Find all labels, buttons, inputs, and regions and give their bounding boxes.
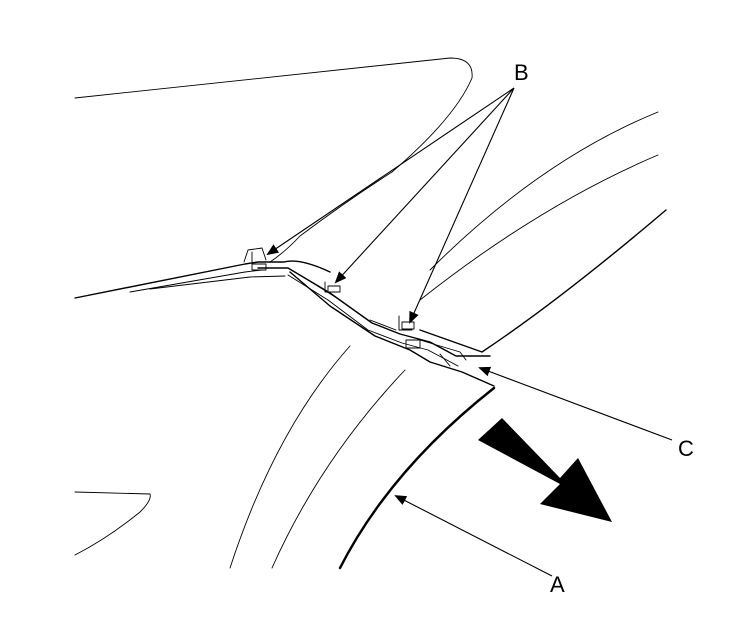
lower-left-corner: [74, 491, 151, 556]
leader-b-3: [409, 87, 515, 324]
leader-b-2: [334, 87, 515, 284]
leader-lines: [266, 87, 673, 577]
center-seam: [243, 247, 495, 387]
direction-arrow-icon: [478, 418, 612, 522]
body-curves: [229, 345, 496, 570]
roof-panel-outline: [74, 57, 473, 263]
leader-c: [478, 366, 673, 441]
leader-a: [394, 495, 553, 577]
left-trim-edge: [74, 260, 331, 299]
callout-label-b: B: [514, 60, 529, 85]
callout-label-a: A: [550, 572, 565, 597]
leader-b-1: [266, 87, 515, 256]
callout-label-c: C: [678, 436, 694, 461]
right-panel-edge: [419, 111, 667, 353]
